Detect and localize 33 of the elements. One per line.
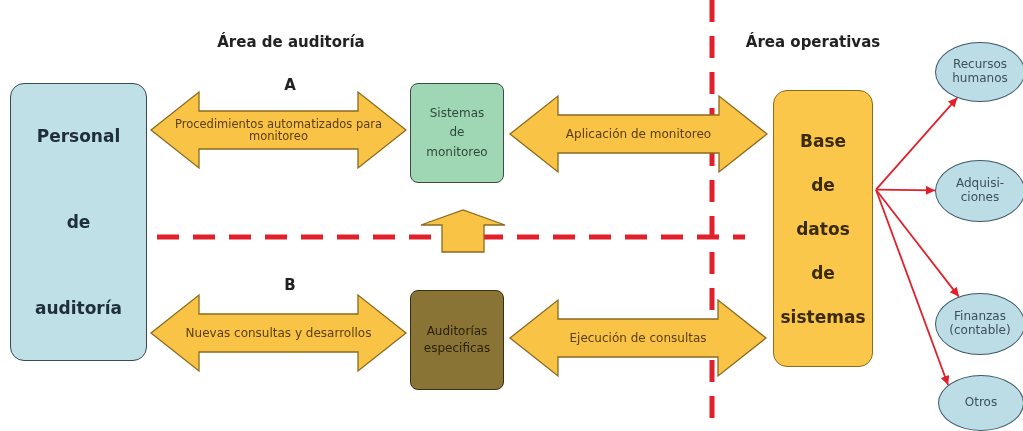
block-arrow bbox=[508, 94, 769, 174]
area-heading: Área operativas bbox=[745, 33, 881, 51]
area-heading: Área de auditoría bbox=[217, 33, 365, 51]
area-ellipse bbox=[935, 42, 1023, 102]
person-box bbox=[10, 83, 147, 361]
audit-box bbox=[410, 290, 504, 390]
arrow bbox=[875, 188, 960, 298]
section-letter: B bbox=[284, 276, 296, 294]
node-label: Otros bbox=[964, 396, 998, 410]
node-label: Personal de auditoría bbox=[34, 125, 123, 320]
node-label: Finanzas (contable) bbox=[949, 310, 1011, 338]
block-arrow bbox=[508, 298, 768, 378]
arrow bbox=[875, 185, 936, 195]
arrow bbox=[875, 188, 950, 386]
edge-label: Nuevas consultas y desarrollos bbox=[185, 326, 372, 340]
system-box bbox=[410, 83, 504, 183]
area-ellipse bbox=[935, 293, 1023, 355]
node-label: Base de datos de sistemas bbox=[779, 129, 867, 329]
block-arrow bbox=[149, 90, 408, 170]
node-label: Adquisi- ciones bbox=[955, 177, 1005, 205]
area-ellipse bbox=[938, 375, 1023, 431]
area-ellipse bbox=[935, 160, 1023, 222]
block-arrow bbox=[420, 209, 506, 253]
node-label: Sistemas de monitoreo bbox=[426, 105, 488, 161]
database-box bbox=[773, 90, 873, 367]
section-letter: A bbox=[284, 76, 296, 94]
edge-label: Aplicación de monitoreo bbox=[565, 127, 712, 141]
block-arrow bbox=[149, 293, 408, 373]
node-label: Recursos humanos bbox=[952, 58, 1008, 86]
edge-label: Procedimientos automatizados para monitoreo bbox=[173, 117, 384, 143]
arrow bbox=[875, 96, 959, 191]
node-label: Auditorías especificas bbox=[423, 323, 491, 357]
edge-label: Ejecución de consultas bbox=[569, 331, 707, 345]
